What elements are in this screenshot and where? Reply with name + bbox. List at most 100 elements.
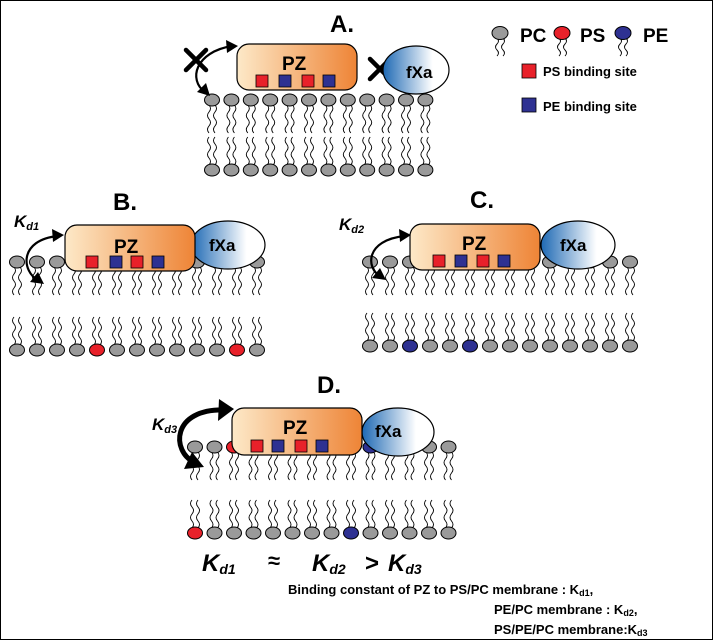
pc-lipid [382,339,398,353]
ps-binding-site [130,255,144,269]
pc-lipid [320,93,337,107]
fxa-label-a: fXa [406,63,433,82]
arrowhead [399,229,411,242]
membrane-d-lower-leaflet [187,499,457,540]
pc-lipid [378,163,395,177]
caption-line-1: Binding constant of PZ to PS/PC membrane… [288,582,593,598]
pc-lipid [359,163,376,177]
pc-lipid [522,339,538,353]
complex-b [64,220,266,272]
pc-lipid [9,255,25,269]
pc-lipid [281,163,298,177]
complex-d [231,407,435,457]
pc-lipid [422,339,438,353]
pc-lipid [262,93,279,107]
pc-lipid [378,93,395,107]
pz-label-d: PZ [283,418,308,439]
pc-lipid [301,93,317,107]
pz-label-b: PZ [114,237,139,258]
pc-lipid [226,526,242,540]
pe-binding-site [497,254,511,268]
proteins [64,26,632,457]
fxa-label-b: fXa [209,236,236,255]
pc-lipid [339,93,356,107]
pc-lipid [398,163,414,177]
fxa-protein [540,220,616,270]
pc-lipid [301,163,317,177]
legend-pe-site-label: PE binding site [543,99,637,114]
ps-binding-site [301,74,315,88]
pc-lipid [169,343,185,357]
legend [491,26,632,113]
pc-lipid [417,93,434,107]
pe-lipid [462,339,478,353]
ps-lipid [229,343,245,357]
pc-lipid [562,339,578,353]
ps-lipid [187,526,203,540]
kd2-arrow-label: Kd2 [339,215,364,236]
pc-lipid [223,163,240,177]
pc-lipid [281,93,298,107]
pc-lipid [382,255,398,269]
pc-lipid [29,343,45,357]
pc-lipid [440,526,457,540]
pc-lipid [442,339,458,353]
pc-lipid [49,343,65,357]
legend-ps-lipid [553,26,571,40]
pc-lipid [69,343,85,357]
arrowhead [218,399,234,421]
arrows [25,40,411,469]
membrane-a-upper-leaflet [204,93,434,134]
complex-c [409,220,616,271]
pc-lipid [362,255,378,269]
eq-gt: > [365,550,379,577]
pc-lipid [398,93,414,107]
block-x-left-icon [183,47,209,73]
pe-lipid [343,526,359,540]
pe-binding-site [109,255,123,269]
pz-protein [231,407,363,456]
pc-lipid [187,440,203,454]
pc-lipid [265,526,281,540]
pc-lipid [417,163,434,177]
ps-binding-site [255,74,269,88]
pc-lipid [602,339,618,353]
pc-lipid [206,440,223,454]
pc-lipid [189,343,205,357]
legend-ps-label: PS [580,26,605,47]
pc-lipid [262,163,279,177]
eq-kd1: Kd1 [202,550,236,577]
pc-lipid [482,339,498,353]
pe-binding-site [322,74,336,88]
pc-lipid [421,526,437,540]
complex-a [236,43,450,95]
pe-binding-site [454,254,468,268]
legend-pc-lipid [491,26,509,40]
pz-label-a: PZ [282,54,307,75]
pc-lipid [323,526,340,540]
pe-binding-site [271,439,285,453]
panel-label-d: D. [317,372,341,399]
pc-lipid [362,339,378,353]
membrane-a-lower-leaflet [204,136,434,177]
arrowhead [184,452,204,469]
pc-lipid [362,526,379,540]
ps-binding-site [476,254,490,268]
ps-binding-site [432,254,446,268]
binding-arrow-b [25,229,64,284]
legend-ps-site-square [521,63,537,79]
pc-lipid [109,343,125,357]
pc-lipid [149,343,165,357]
pc-lipid [223,93,240,107]
pc-lipid [204,93,220,107]
pc-lipid [284,526,301,540]
pc-lipid [622,339,638,353]
panel-label-c: C. [470,187,494,214]
pc-lipid [9,343,25,357]
ps-lipid [89,343,105,357]
pc-lipid [382,526,398,540]
ps-binding-site [294,439,308,453]
fxa-label-d: fXa [375,422,402,441]
